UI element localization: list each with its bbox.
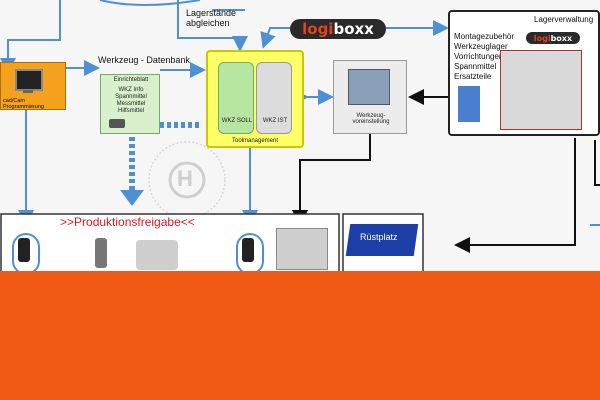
wkz-soll-label: WKZ SOLL <box>221 118 253 124</box>
watermark-logo: H <box>177 166 193 191</box>
monitor-stand-icon <box>23 90 33 93</box>
produktionsfreigabe-label: >>Produktionsfreigabe<< <box>60 215 195 229</box>
wkz-soll-panel: WKZ SOLL <box>218 62 254 134</box>
einrichteblatt-line: Messmittel <box>116 101 146 107</box>
werkzeugwagen-icon <box>276 228 328 270</box>
voreinstellgeraet-icon <box>348 69 390 105</box>
watermark-circle <box>168 161 206 199</box>
schrank-icon <box>458 86 480 122</box>
monitor-icon <box>15 69 43 91</box>
printer-icon <box>109 119 125 128</box>
dotted-arrowhead <box>120 190 144 206</box>
einrichteblatt-line: Hilfsmittel <box>117 108 144 114</box>
watermark-ring <box>148 141 226 219</box>
einrichteblatt-box: Einrichteblatt WKZ Info Spannmittel Mess… <box>100 74 160 134</box>
wkz-ist-label: WKZ IST <box>262 118 288 124</box>
lagerverwaltung-label: Lagerverwaltung <box>534 15 594 24</box>
arrow-lager-abgleich <box>177 0 248 52</box>
arrow-top-to-cam <box>0 0 61 74</box>
ampel-icon <box>18 238 30 262</box>
cam-label: cad/Cam Programmierung <box>3 98 44 110</box>
voreinstellung-label: Werkzeug- voreinstellung <box>352 113 390 125</box>
einrichteblatt-line: WKZ Info <box>118 87 144 93</box>
werkzeug-datenbank-label: Werkzeug - Datenbank <box>98 55 190 65</box>
ampel-icon <box>95 238 107 268</box>
orange-overlay <box>0 271 600 400</box>
einrichteblatt-line: Spannmittel <box>115 94 147 100</box>
toolmanagement-box: WKZ SOLL WKZ IST Toolmanagement <box>206 50 304 148</box>
lagerverwaltung-box: Lagerverwaltung Montagezubehör Werkzeugl… <box>448 10 600 136</box>
ampel-icon <box>242 238 254 262</box>
einrichteblatt-title: Einrichteblatt <box>113 77 149 83</box>
lager-abgleich-label: Lagerstände abgleichen <box>186 8 237 28</box>
logiboxx-automat-icon <box>500 50 582 130</box>
arrow-voreinstellung-wagen <box>292 134 371 226</box>
toolmanagement-label: Toolmanagement <box>231 138 279 144</box>
spannvorrichtung-icon <box>136 240 178 270</box>
wkz-ist-panel: WKZ IST <box>256 62 292 134</box>
ruestplatz-label: Rüstplatz <box>360 232 398 242</box>
line-right-edge <box>594 140 600 186</box>
lager-items: Montagezubehör Werkzeuglager Vorrichtung… <box>454 32 515 81</box>
arrow-lager-ruestplatz <box>454 138 576 253</box>
voreinstellung-box: Werkzeug- voreinstellung <box>333 60 407 134</box>
cam-box: cad/Cam Programmierung <box>0 62 66 110</box>
top-cloud-edge <box>99 0 201 6</box>
